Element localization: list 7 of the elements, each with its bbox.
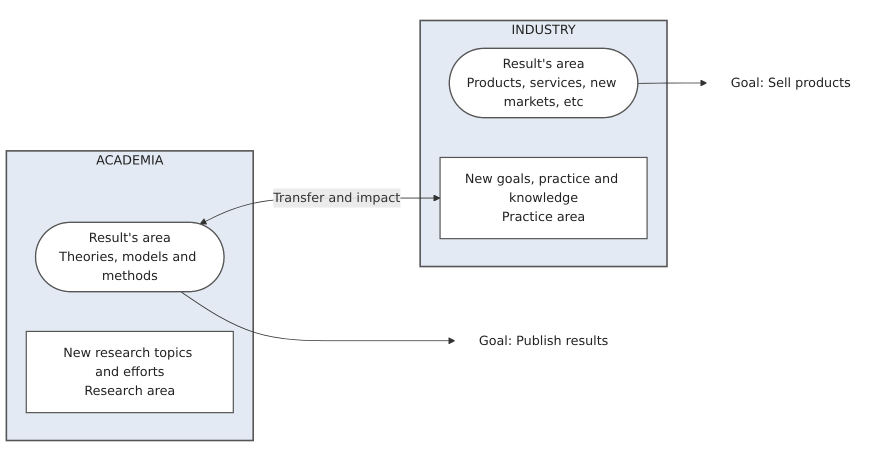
node-text: Goal: Sell products bbox=[730, 75, 851, 90]
edge-label: Transfer and impact bbox=[273, 190, 400, 206]
node-text: Goal: Publish results bbox=[478, 332, 608, 348]
node-box: New research topics and efforts Research area bbox=[26, 330, 234, 414]
node-box: New goals, practice and knowledge Practice area bbox=[439, 156, 648, 240]
arrow bbox=[638, 80, 708, 86]
arrow bbox=[180, 292, 456, 344]
